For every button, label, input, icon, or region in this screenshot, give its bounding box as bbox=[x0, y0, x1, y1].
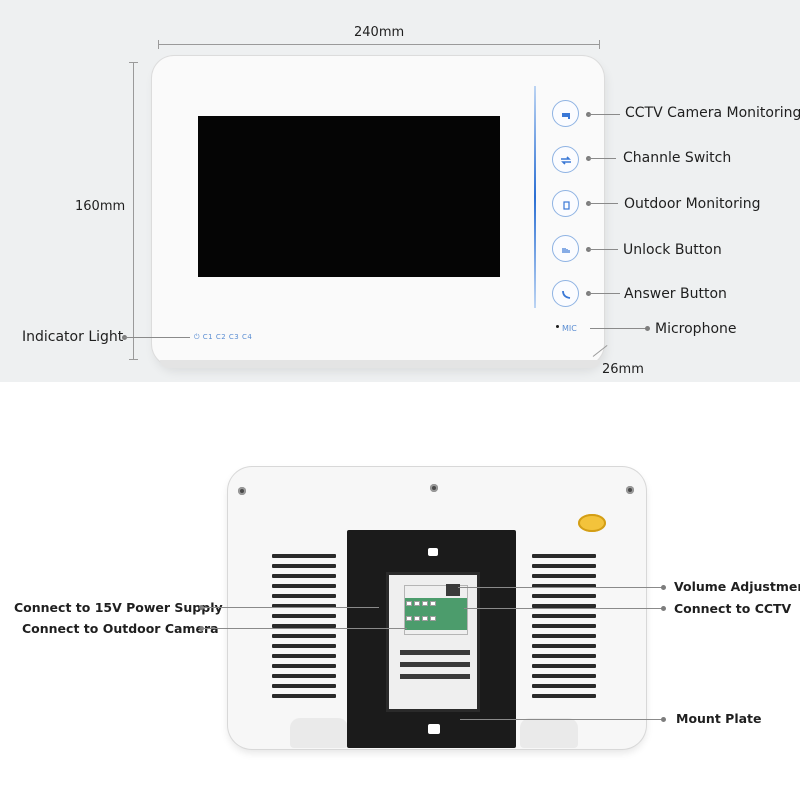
callout-line bbox=[460, 719, 662, 720]
height-dimension-line bbox=[133, 62, 134, 360]
unlock-button[interactable] bbox=[552, 235, 579, 262]
mount-slot bbox=[400, 674, 470, 679]
mic-dot-icon bbox=[556, 325, 559, 328]
monitor-bottom-edge bbox=[160, 360, 600, 368]
depth-label: 26mm bbox=[602, 362, 644, 377]
callout-line bbox=[590, 328, 648, 329]
outdoor-monitoring-button[interactable] bbox=[552, 190, 579, 217]
width-label: 240mm bbox=[354, 25, 405, 40]
callout-answer-button: Answer Button bbox=[624, 286, 727, 302]
key-icon bbox=[562, 248, 570, 253]
terminal-pin bbox=[422, 616, 428, 621]
mount-hole bbox=[428, 724, 440, 734]
terminal-pin bbox=[422, 601, 428, 606]
mount-slot bbox=[400, 662, 470, 667]
height-label: 160mm bbox=[75, 199, 126, 215]
indicator-lights: ⏻ C1 C2 C3 C4 bbox=[194, 333, 253, 341]
cctv-monitoring-button[interactable] bbox=[552, 100, 579, 127]
blue-accent-strip bbox=[534, 86, 536, 308]
answer-button[interactable] bbox=[552, 280, 579, 307]
mount-plate-window bbox=[386, 572, 480, 712]
callout-connect-cctv: Connect to CCTV bbox=[674, 601, 792, 616]
channel-switch-button[interactable] bbox=[552, 146, 579, 173]
callout-channel-switch: Channle Switch bbox=[623, 150, 732, 166]
callout-dot bbox=[661, 606, 666, 611]
screw bbox=[430, 484, 438, 492]
screw bbox=[238, 487, 246, 495]
stand-foot-left bbox=[290, 718, 348, 748]
mount-hole bbox=[428, 548, 438, 556]
mount-slot bbox=[400, 650, 470, 655]
callout-line bbox=[588, 249, 618, 250]
callout-dot bbox=[645, 326, 650, 331]
terminal-pin bbox=[430, 601, 436, 606]
callout-cctv-monitoring: CCTV Camera Monitoring bbox=[625, 105, 800, 121]
callout-power-supply: Connect to 15V Power Supply bbox=[14, 600, 223, 615]
callout-indicator-light: Indicator Light bbox=[22, 329, 124, 345]
callout-volume-adjustment: Volume Adjustment bbox=[674, 579, 800, 594]
callout-unlock-button: Unlock Button bbox=[623, 242, 722, 258]
terminal-pin bbox=[430, 616, 436, 621]
vent-left bbox=[272, 554, 336, 704]
callout-line bbox=[464, 608, 662, 609]
terminal-pin bbox=[414, 601, 420, 606]
callout-line bbox=[588, 158, 616, 159]
width-dimension-line bbox=[158, 44, 600, 45]
callout-line bbox=[458, 587, 662, 588]
height-dimension-tick-top bbox=[129, 62, 138, 63]
callout-outdoor-monitoring: Outdoor Monitoring bbox=[624, 196, 761, 212]
stand-foot-right bbox=[520, 718, 578, 748]
callout-outdoor-camera: Connect to Outdoor Camera bbox=[22, 621, 219, 636]
camera-icon bbox=[562, 113, 570, 119]
width-dimension-tick-right bbox=[599, 40, 600, 49]
handset-icon bbox=[562, 290, 571, 299]
volume-knob[interactable] bbox=[446, 584, 460, 596]
callout-line bbox=[201, 607, 379, 608]
callout-line bbox=[201, 628, 407, 629]
height-dimension-tick-bottom bbox=[129, 359, 138, 360]
callout-line bbox=[588, 114, 620, 115]
terminal-block bbox=[404, 585, 468, 635]
ce-badge-icon bbox=[578, 514, 606, 532]
callout-line bbox=[124, 337, 190, 338]
callout-line bbox=[588, 293, 620, 294]
terminal-pin bbox=[406, 601, 412, 606]
width-dimension-tick-left bbox=[158, 40, 159, 49]
callout-dot bbox=[661, 585, 666, 590]
switch-arrows-icon bbox=[561, 156, 571, 165]
lcd-screen bbox=[198, 116, 500, 277]
screw bbox=[626, 486, 634, 494]
callout-mount-plate: Mount Plate bbox=[676, 711, 762, 726]
callout-dot bbox=[661, 717, 666, 722]
terminal-pin bbox=[414, 616, 420, 621]
terminal-pin bbox=[406, 616, 412, 621]
callout-line bbox=[588, 203, 618, 204]
callout-microphone: Microphone bbox=[655, 321, 737, 337]
mic-text: MIC bbox=[562, 324, 577, 333]
door-icon bbox=[563, 201, 570, 210]
vent-right bbox=[532, 554, 596, 704]
